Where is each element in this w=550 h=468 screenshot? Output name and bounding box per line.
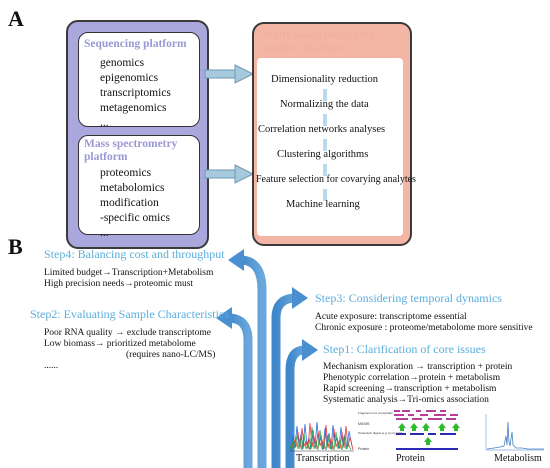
- step4-arrow: [228, 249, 267, 468]
- step3-line: Chronic exposure : proteome/metabolome m…: [315, 323, 533, 333]
- peptide-fragments: [394, 410, 458, 420]
- proteolytic-digest: [396, 433, 456, 435]
- step2-arrow: [216, 307, 253, 468]
- metabolism-caption: Metabolism: [494, 453, 542, 464]
- step-down-arrow: [323, 164, 327, 176]
- mass-spec-item: proteomics: [100, 167, 152, 179]
- proteolytic-digest-label: Proteolytic digest (e.g. by trypsin): [358, 431, 402, 435]
- mass-spec-item: metabolomics: [100, 182, 165, 194]
- fragment-ions-label: Fragment ions of peptides: [358, 411, 393, 415]
- step2-line: Poor RNA quality → exclude transcriptome: [44, 328, 212, 338]
- step3-body: Acute exposure: transcriptome essential …: [315, 312, 533, 334]
- step3-arrow: [271, 287, 308, 468]
- integration-step: Normalizing the data: [280, 99, 369, 110]
- sequencing-item: transcriptomics: [100, 87, 171, 99]
- mass-spectrometry-box: [78, 135, 200, 235]
- protein-ms-graphic: Fragment ions of peptides MS/MS Proteoly…: [358, 410, 460, 451]
- integration-title-line: Multi-omics integrated: [262, 29, 375, 41]
- sequencing-item: ...: [100, 117, 109, 129]
- integration-title-line: analysis platform: [262, 42, 348, 54]
- integration-steps-panel: [257, 58, 403, 236]
- integration-platform-title: Multi-omics integrated analysis platform: [262, 29, 375, 55]
- step4-title: Step4: Balancing cost and throughput: [44, 247, 225, 261]
- mass-spec-item: -specific omics: [100, 212, 170, 224]
- ms-arrows: [398, 423, 460, 445]
- metabolism-spectrum-graphic: [485, 414, 544, 451]
- step2-line: ......: [44, 361, 59, 371]
- step-down-arrow: [323, 89, 327, 101]
- step1-arrow: [285, 339, 318, 468]
- integration-step: Dimensionality reduction: [271, 74, 379, 85]
- step-down-arrow: [323, 114, 327, 126]
- step4-body: Limited budget→Transcription+Metabolism …: [44, 268, 213, 290]
- mass-spectrometry-title: Mass spectrometry platform: [84, 138, 177, 164]
- integration-step: Feature selection for covarying analytes: [256, 174, 416, 185]
- step-down-arrow: [323, 139, 327, 151]
- step2-line: (requires nano-LC/MS): [126, 350, 216, 360]
- mass-spectrometry-title-line: Mass spectrometry: [84, 138, 178, 150]
- integration-step: Correlation networks analyses: [258, 124, 386, 135]
- transcription-caption: Transcription: [296, 453, 350, 464]
- step1-line: Systematic analysis→Tri-omics associatio…: [323, 395, 489, 405]
- connector-arrows: [204, 64, 255, 184]
- step-down-arrow: [323, 189, 327, 201]
- step1-body: Mechanism exploration → transcription + …: [323, 362, 512, 406]
- step2-body: Poor RNA quality → exclude transcriptome…: [44, 328, 215, 372]
- sequencing-item: epigenomics: [100, 72, 159, 84]
- step3-line: Acute exposure: transcriptome essential: [315, 312, 467, 322]
- sequencing-items: genomics epigenomics transcriptomics met…: [100, 56, 171, 131]
- protein-caption: Protein: [396, 453, 425, 464]
- connector-arrow-bottom: [204, 164, 255, 184]
- sequencing-item: genomics: [100, 57, 145, 69]
- mass-spec-item: modification: [100, 197, 159, 209]
- mass-spectrometry-items: proteomics metabolomics modification -sp…: [100, 166, 170, 241]
- msms-label: MS/MS: [358, 422, 370, 426]
- connector-arrow-top: [204, 64, 255, 84]
- mass-spectrometry-title-line: platform: [84, 151, 128, 163]
- step4-line: High precision needs→proteomic must: [44, 279, 194, 289]
- sequencing-item: metagenomics: [100, 102, 167, 114]
- integration-step: Machine learning: [286, 199, 360, 210]
- sequencing-platform-box: [78, 32, 200, 127]
- step1-line: Mechanism exploration → transcription + …: [323, 362, 513, 372]
- step1-line: Rapid screening→transcription + metaboli…: [323, 384, 497, 394]
- step1-line: Phenotypic correlation→protein + metabol…: [323, 373, 501, 383]
- protein-label: Protein: [358, 447, 369, 451]
- step2-title: Step2: Evaluating Sample Characteristics: [30, 307, 229, 321]
- step4-line: Limited budget→Transcription+Metabolism: [44, 268, 214, 278]
- panel-b-label: B: [8, 234, 23, 259]
- sequencing-platform-title: Sequencing platform: [84, 38, 187, 50]
- step2-line: Low biomass→ prioritized metabolome: [44, 339, 196, 349]
- step3-title: Step3: Considering temporal dynamics: [315, 291, 502, 305]
- transcription-chromatogram-graphic: [290, 421, 354, 452]
- protein-bar: [396, 448, 458, 450]
- step1-title: Step1: Clarification of core issues: [323, 342, 486, 356]
- integration-step: Clustering algorithms: [277, 149, 369, 160]
- mass-spec-item: ...: [100, 227, 109, 239]
- panel-a-label: A: [8, 6, 24, 31]
